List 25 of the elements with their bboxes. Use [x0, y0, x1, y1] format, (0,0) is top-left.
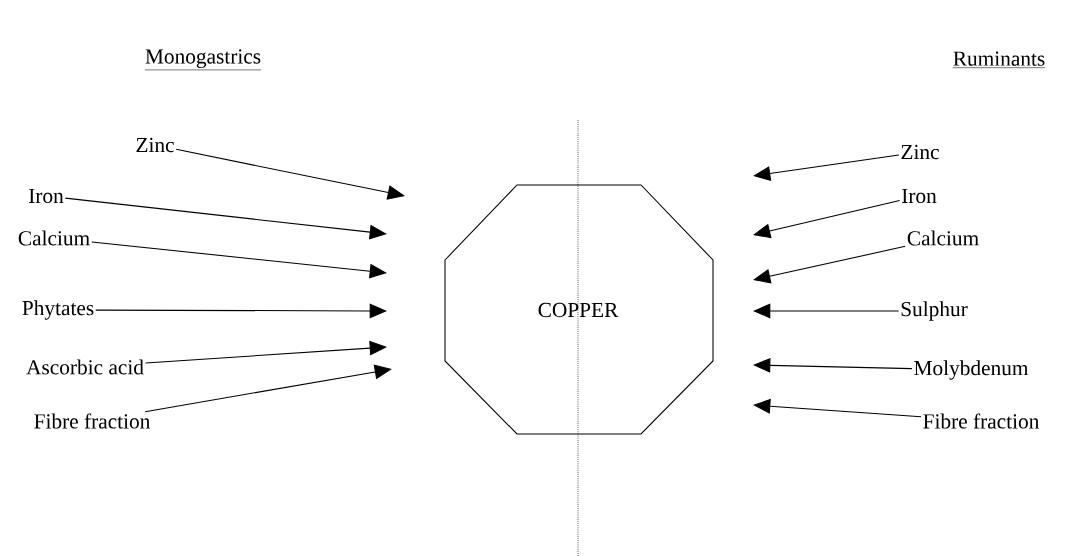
element-label: Molybdenum — [914, 360, 1029, 380]
element-label: Iron — [902, 188, 937, 204]
element-label: Fibre fraction — [34, 413, 151, 429]
group-heading: Ruminants — [952, 51, 1046, 68]
element-label: Sulphur — [901, 301, 968, 321]
arrow — [91, 241, 387, 279]
arrow — [64, 197, 387, 240]
arrow — [753, 154, 900, 181]
arrow — [144, 364, 392, 413]
element-label: Ascorbic acid — [26, 359, 144, 375]
arrow — [753, 200, 901, 239]
arrow — [95, 303, 387, 319]
element-label: Calcium — [907, 230, 979, 246]
element-label: Zinc — [136, 137, 174, 153]
arrow — [175, 148, 405, 200]
element-label: Phytates — [22, 300, 94, 320]
element-label: Zinc — [901, 144, 939, 160]
group-heading: Monogastrics — [144, 49, 262, 71]
element-label: Calcium — [18, 230, 90, 246]
arrow — [753, 303, 900, 319]
arrow — [753, 245, 906, 284]
arrow — [145, 340, 387, 364]
element-label: Fibre fraction — [923, 413, 1040, 429]
element-label: Iron — [29, 188, 64, 204]
octagon: COPPER — [444, 184, 714, 435]
